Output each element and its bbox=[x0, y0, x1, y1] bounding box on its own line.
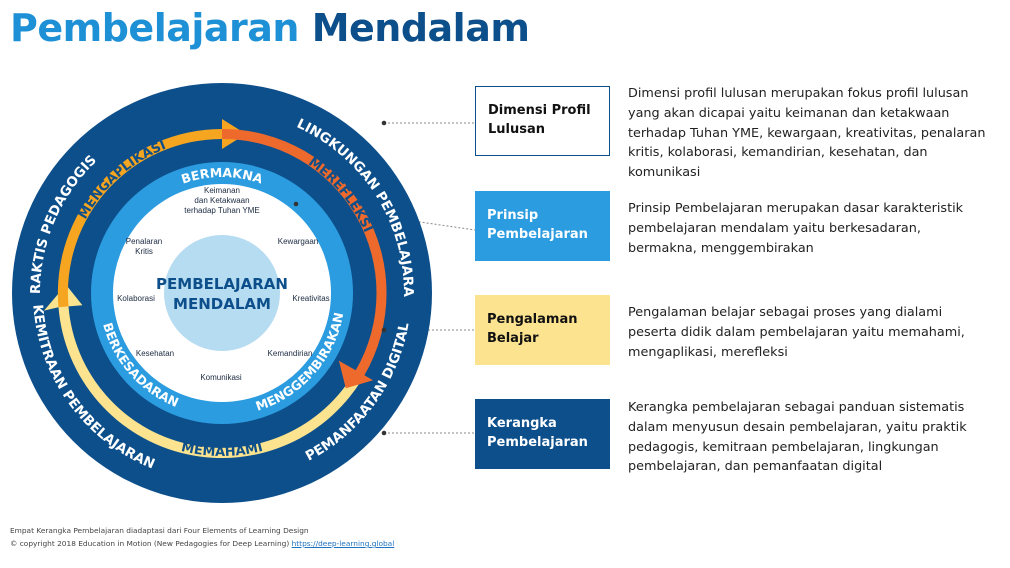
profile-kemandirian: Kemandirian bbox=[268, 349, 313, 358]
profile-kreativitas: Kreativitas bbox=[292, 294, 329, 303]
profile-penalaran-line1: Penalaran bbox=[126, 237, 162, 246]
profile-kewargaan: Kewargaan bbox=[278, 237, 318, 246]
center-label-line2: MENDALAM bbox=[173, 295, 271, 313]
arrow-label-memahami: MEMAHAMI bbox=[180, 440, 264, 460]
description-dimensi-profil-lulusan: Dimensi profil lulusan merupakan fokus p… bbox=[628, 86, 986, 181]
title-part-2: Mendalam bbox=[311, 6, 530, 50]
box-kerangka-pembelajaran: Kerangka Pembelajaran bbox=[475, 399, 610, 469]
box-dimensi-profil-lulusan: Dimensi Profil Lulusan bbox=[475, 86, 610, 156]
profile-keimanan-line1: Keimanan bbox=[204, 186, 240, 195]
footer-copyright: © copyright 2018 Education in Motion (Ne… bbox=[10, 539, 394, 548]
footer-caption: Empat Kerangka Pembelajaran diadaptasi d… bbox=[10, 526, 309, 535]
arrow-merefleksi bbox=[222, 128, 387, 389]
connector-dot-3 bbox=[381, 327, 387, 333]
connector-dot-2 bbox=[293, 201, 299, 207]
profile-komunikasi: Komunikasi bbox=[200, 373, 242, 382]
title-part-1: Pembelajaran bbox=[10, 6, 299, 50]
box-prinsip-pembelajaran: Prinsip Pembelajaran bbox=[475, 191, 610, 261]
connector-dot-4 bbox=[381, 430, 387, 436]
profile-keimanan-line3: terhadap Tuhan YME bbox=[184, 206, 259, 215]
profile-kesehatan: Kesehatan bbox=[136, 349, 174, 358]
principle-label-bermakna: BERMAKNA bbox=[179, 165, 265, 187]
description-prinsip-pembelajaran: Prinsip Pembelajaran merupakan dasar kar… bbox=[628, 201, 964, 256]
connector-dot-1 bbox=[381, 120, 387, 126]
page-title: Pembelajaran Mendalam bbox=[10, 6, 530, 50]
profile-keimanan-line2: dan Ketakwaan bbox=[194, 196, 249, 205]
center-label-line1: PEMBELAJARAN bbox=[156, 275, 288, 293]
description-kerangka-pembelajaran: Kerangka pembelajaran sebagai panduan si… bbox=[628, 400, 967, 475]
profile-kolaborasi: Kolaborasi bbox=[117, 294, 155, 303]
center-disc bbox=[164, 235, 280, 351]
profile-dimensions: Keimanan dan Ketakwaan terhadap Tuhan YM… bbox=[117, 186, 330, 382]
description-pengalaman-belajar: Pengalaman belajar sebagai proses yang d… bbox=[628, 305, 965, 360]
footer-link[interactable]: https://deep-learning.global bbox=[291, 539, 395, 548]
connector-lines bbox=[295, 122, 476, 434]
footer-copyright-text: © copyright 2018 Education in Motion (Ne… bbox=[10, 539, 290, 548]
box-pengalaman-belajar: Pengalaman Belajar bbox=[475, 295, 610, 365]
connector-dots bbox=[293, 120, 387, 436]
profile-penalaran-line2: Kritis bbox=[135, 247, 153, 256]
arrow-memahami bbox=[44, 284, 365, 459]
